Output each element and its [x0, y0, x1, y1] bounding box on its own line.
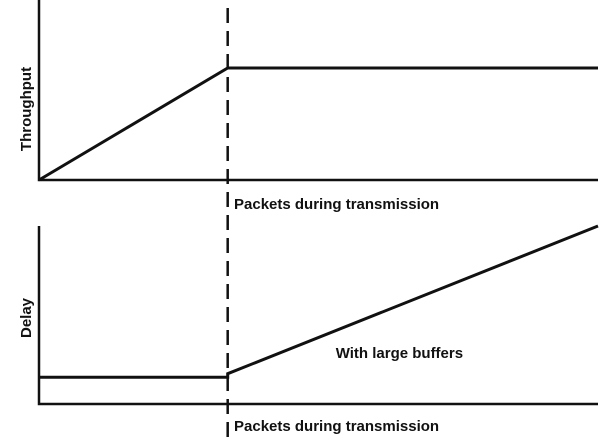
throughput-y-axis-label: Throughput	[18, 67, 35, 151]
delay-axis	[37, 226, 598, 406]
delay-annotation: With large buffers	[336, 345, 463, 362]
throughput-axis	[37, 0, 598, 182]
delay-y-axis-label: Delay	[18, 297, 35, 338]
delay-x-axis-label: Packets during transmission	[234, 418, 439, 435]
throughput-series-line	[38, 66, 598, 182]
delay-series-line	[39, 224, 599, 379]
throughput-x-axis-label: Packets during transmission	[234, 196, 439, 213]
